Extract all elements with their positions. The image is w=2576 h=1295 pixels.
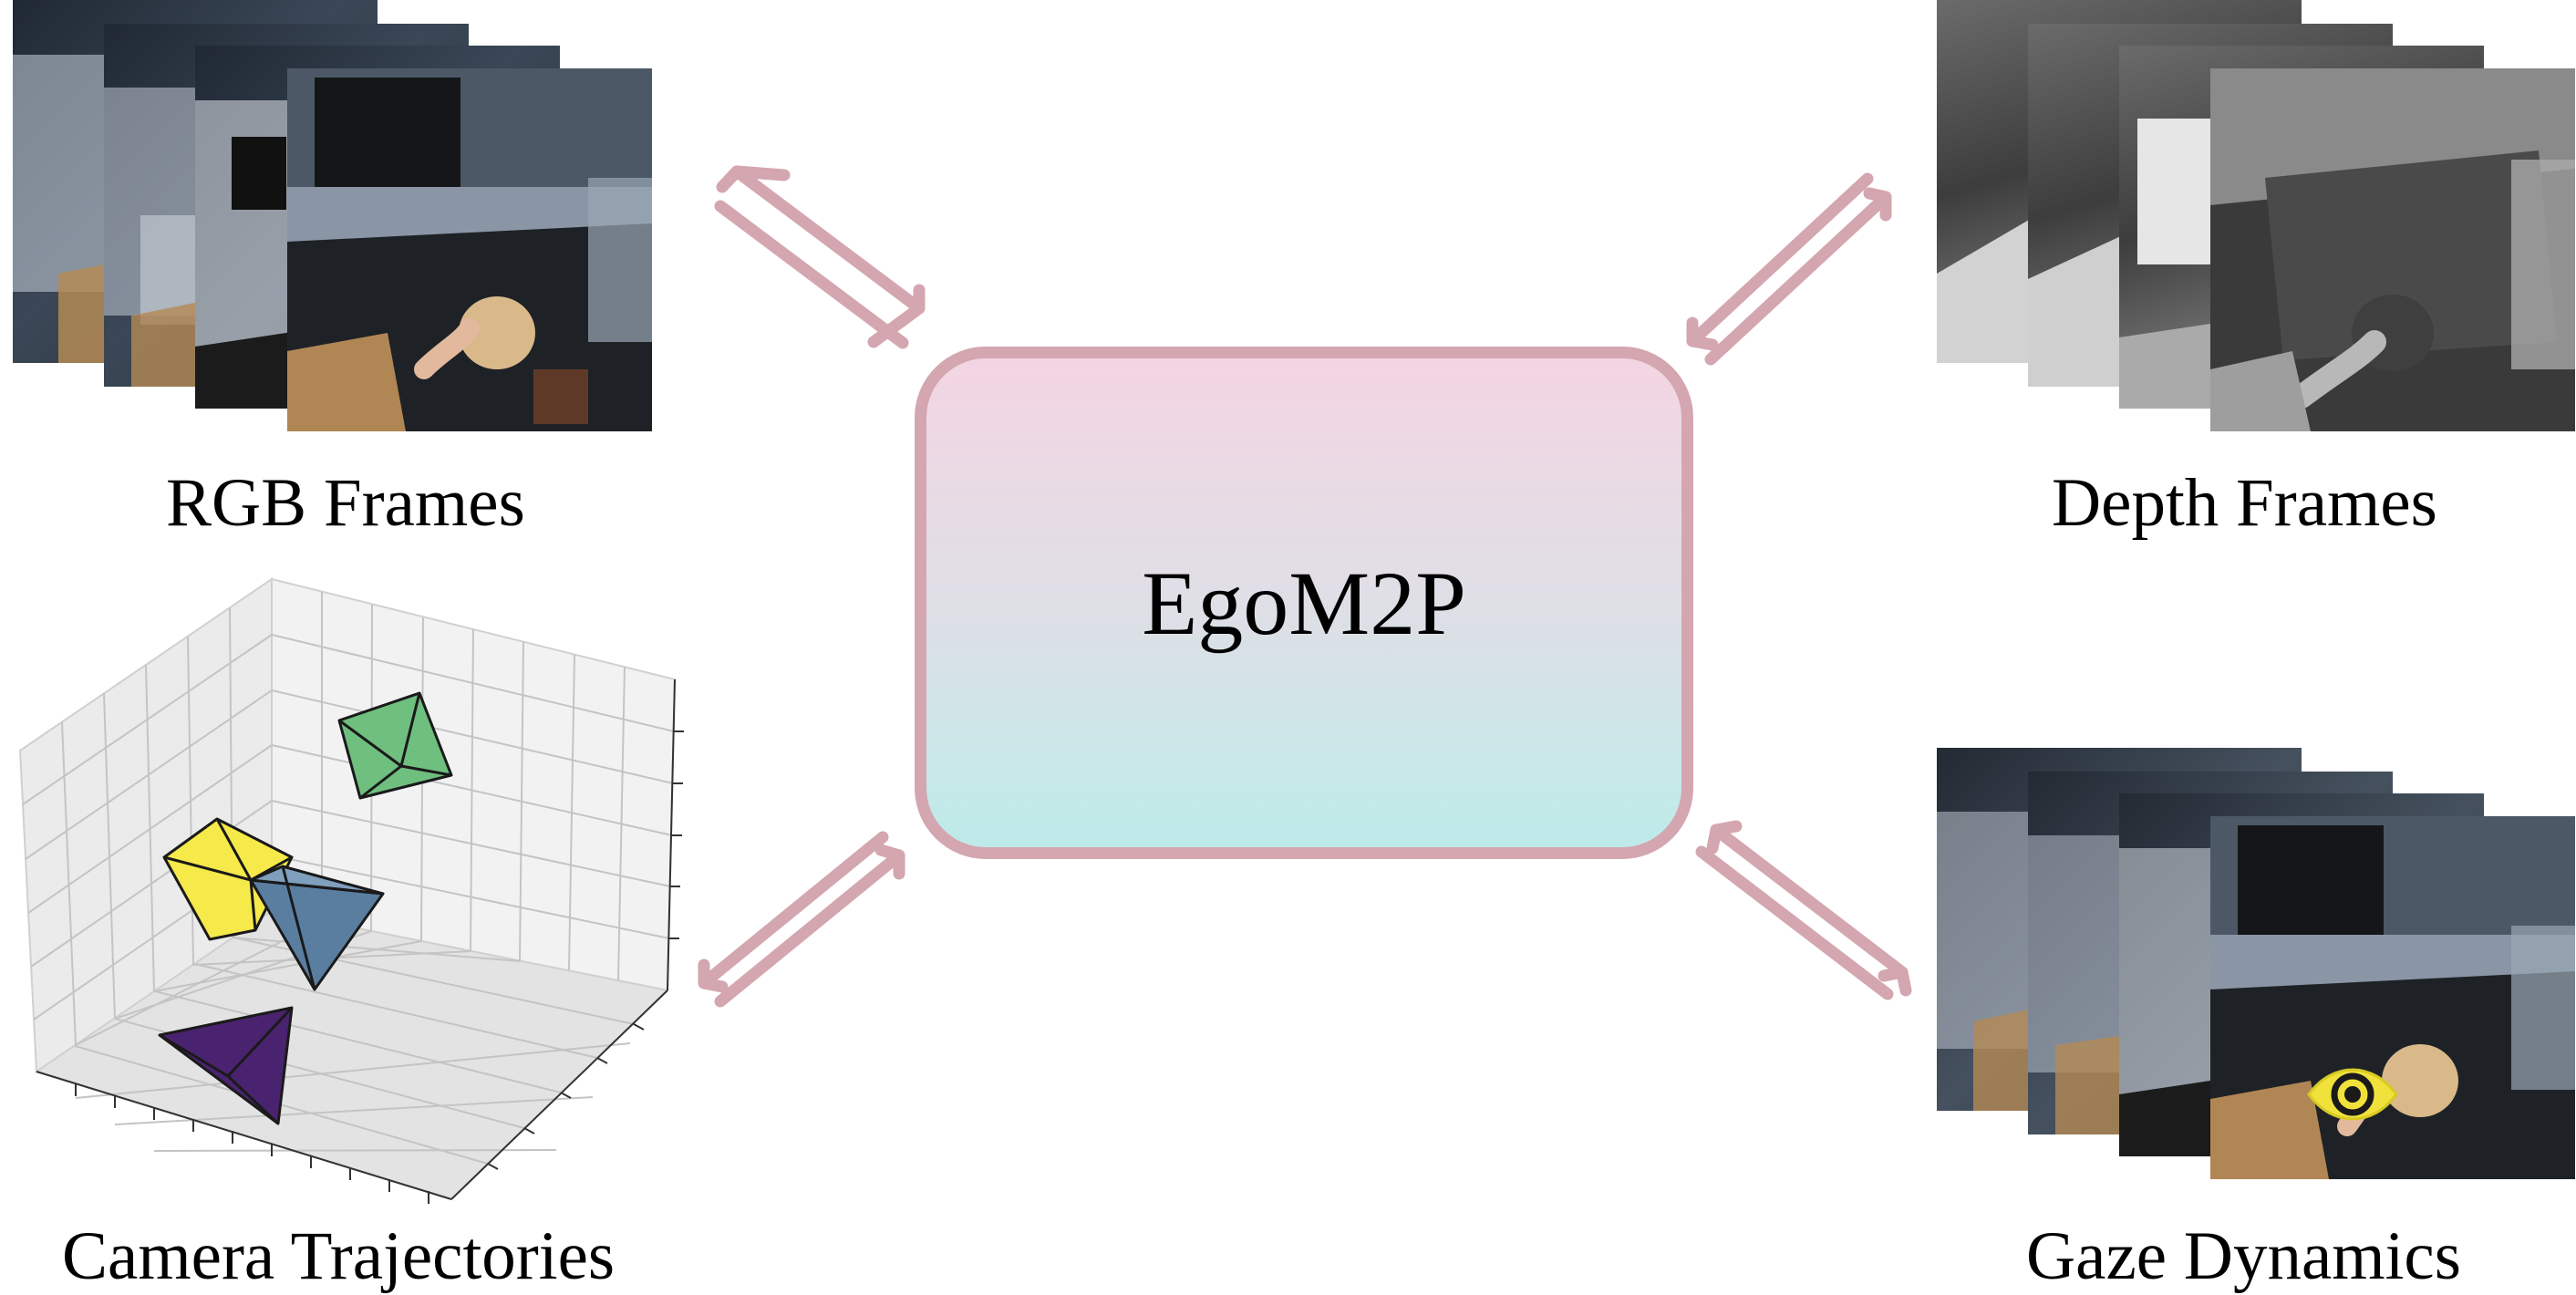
egom2p-hub: EgoM2P — [915, 347, 1693, 859]
camera-pose-blue — [249, 865, 385, 991]
gaze-frame-front — [2210, 816, 2575, 1179]
depth-frame-front — [2210, 68, 2575, 431]
depth-frames-label: Depth Frames — [2052, 465, 2437, 541]
camera-trajectories-label: Camera Trajectories — [62, 1218, 616, 1294]
camera-trajectory-plot — [18, 577, 684, 1204]
camera-pose-purple — [158, 1006, 294, 1125]
camera-pose-green — [337, 691, 453, 800]
plot-grid — [22, 592, 675, 1165]
axis-ticks — [36, 679, 684, 1204]
rgb-frames-label: RGB Frames — [166, 465, 525, 541]
hub-title: EgoM2P — [1142, 552, 1466, 654]
gaze-dynamics-label: Gaze Dynamics — [2026, 1218, 2461, 1294]
eye-icon — [2307, 1068, 2398, 1121]
rgb-frame-front — [287, 68, 652, 431]
